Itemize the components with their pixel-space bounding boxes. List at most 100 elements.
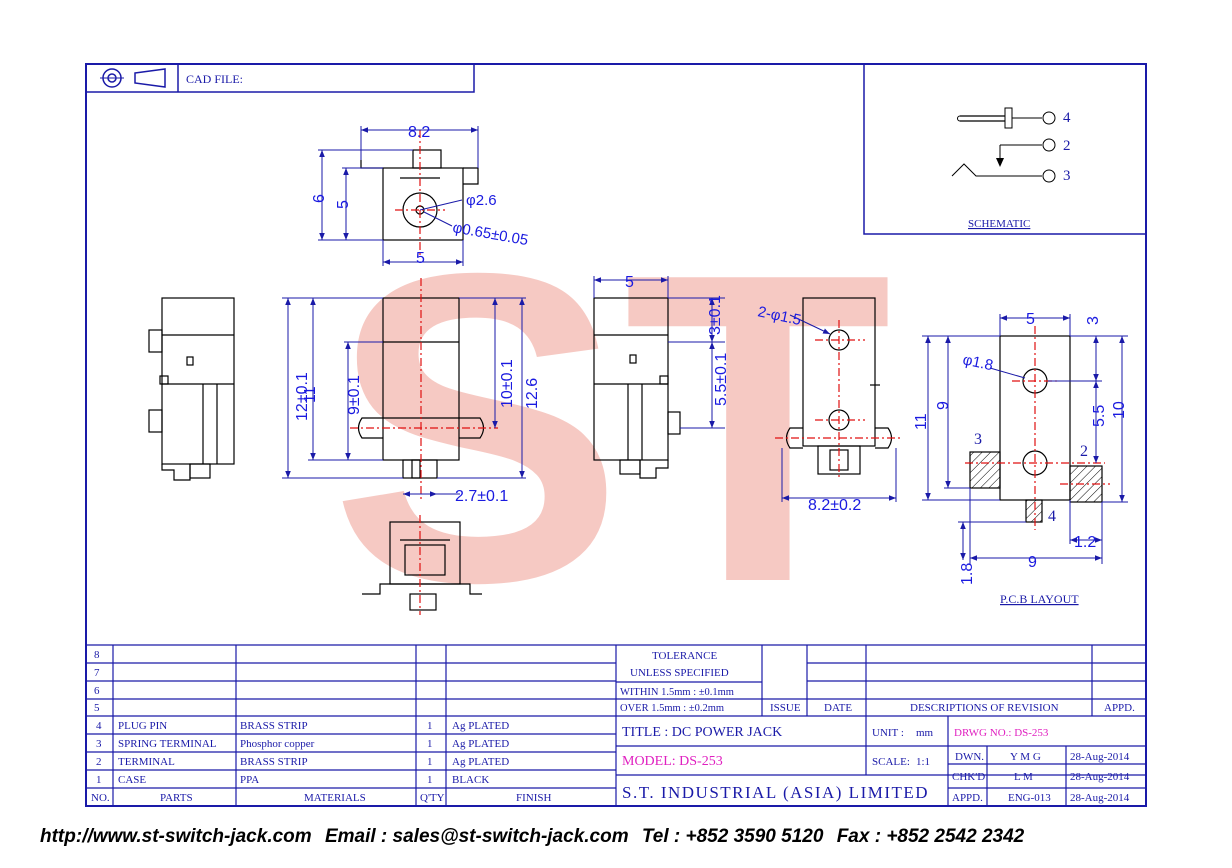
part-name: PLUG PIN [118, 720, 167, 732]
front-view-dims [318, 126, 479, 266]
pin-2-label: 2 [1063, 138, 1071, 154]
header-parts: PARTS [160, 792, 193, 804]
dim-pcb-dia: φ1.8 [961, 351, 994, 374]
middle-side-view [350, 278, 498, 500]
pin-3-label: 3 [1063, 168, 1071, 184]
footer-email[interactable]: Email : sales@st-switch-jack.com [324, 826, 629, 847]
row-no: 8 [94, 649, 100, 661]
contact-footer: http://www.st-switch-jack.com Email : sa… [40, 826, 1210, 848]
tolerance-block: TOLERANCE UNLESS SPECIFIED WITHIN 1.5mm … [620, 650, 734, 714]
part-no: 3 [96, 738, 102, 750]
dim-mid-h126: 12.6 [524, 378, 541, 409]
row-no: 7 [94, 667, 100, 679]
dim-right-h3: 3±0.1 [707, 295, 724, 335]
dim-front-bottom: 5 [416, 250, 425, 267]
appd-value: ENG-013 [1008, 792, 1051, 804]
part-qty: 1 [427, 756, 433, 768]
part-finish: Ag PLATED [452, 720, 509, 732]
scale-value: 1:1 [916, 756, 930, 768]
part-material: BRASS STRIP [240, 756, 308, 768]
part-material: Phosphor copper [240, 738, 315, 750]
part-finish: Ag PLATED [452, 738, 509, 750]
dim-pcb-10: 10 [1111, 401, 1128, 419]
dim-pcb-55: 5.5 [1091, 405, 1108, 427]
header-no: NO. [91, 792, 110, 804]
dim-front-h5: 5 [335, 200, 352, 209]
revision-desc: DESCRIPTIONS OF REVISION [910, 702, 1059, 714]
dim-bottom-w82: 8.2±0.2 [808, 497, 861, 514]
unit-value: mm [916, 727, 934, 739]
part-name: TERMINAL [118, 756, 175, 768]
footer-fax: Fax : +852 2542 2342 [836, 826, 1025, 847]
dim-side-h12: 12±0.1 [294, 372, 311, 421]
dim-side-h9: 9±0.1 [346, 375, 363, 415]
footer-website[interactable]: http://www.st-switch-jack.com [40, 826, 312, 847]
tolerance-subtitle: UNLESS SPECIFIED [630, 667, 729, 679]
scale-label: SCALE: [872, 756, 910, 768]
revision-date: DATE [824, 702, 852, 714]
part-qty: 1 [427, 720, 433, 732]
tolerance-within: WITHIN 1.5mm : ±0.1mm [620, 687, 734, 698]
dim-pcb-12: 1.2 [1074, 534, 1096, 551]
right-view-dims [593, 276, 725, 429]
part-finish: BLACK [452, 774, 489, 786]
revision-appd: APPD. [1104, 702, 1135, 714]
cad-file-header: CAD FILE: [85, 63, 475, 93]
dim-pcb-9b: 9 [1028, 554, 1037, 571]
part-name: SPRING TERMINAL [118, 738, 217, 750]
dim-pcb-11: 11 [913, 413, 930, 430]
title-block-grid [86, 644, 1146, 806]
dim-pcb-3: 3 [1085, 316, 1102, 325]
schematic-title: SCHEMATIC [968, 218, 1030, 230]
pcb-layout [965, 326, 1110, 530]
chkd-date: 28-Aug-2014 [1070, 771, 1130, 783]
tolerance-title: TOLERANCE [652, 650, 717, 662]
pcb-pad-4: 4 [1048, 508, 1056, 525]
dim-pcb-w5: 5 [1026, 311, 1035, 328]
tolerance-over: OVER 1.5mm : ±0.2mm [620, 703, 724, 714]
footer-tel: Tel : +852 3590 5120 [641, 826, 824, 847]
title-block: TITLE : DC POWER JACK UNIT : mm DRWG NO.… [622, 725, 1130, 804]
part-material: PPA [240, 774, 259, 786]
dim-side-h11: 11 [302, 386, 319, 403]
dwn-label: DWN. [955, 751, 984, 763]
middle-view-dims [282, 297, 526, 497]
right-side-view [593, 297, 681, 479]
revision-header: ISSUE DATE DESCRIPTIONS OF REVISION APPD… [770, 702, 1135, 714]
pcb-dims [922, 314, 1128, 564]
part-name: CASE [118, 774, 146, 786]
dim-hole-dia: φ2.6 [466, 192, 497, 209]
part-no: 2 [96, 756, 102, 768]
part-qty: 1 [427, 738, 433, 750]
chkd-value: L M [1014, 771, 1033, 783]
dim-mid-w27: 2.7±0.1 [455, 488, 508, 505]
company-name: S.T. INDUSTRIAL (ASIA) LIMITED [622, 783, 929, 802]
header-qty: Q'TY [420, 792, 445, 804]
part-material: BRASS STRIP [240, 720, 308, 732]
pcb-pad-2: 2 [1080, 443, 1088, 460]
pcb-title: P.C.B LAYOUT [1000, 592, 1079, 606]
drawing-number: DRWG NO.: DS-253 [954, 727, 1049, 739]
bottom-view [362, 515, 482, 615]
dim-front-h6: 6 [311, 194, 328, 203]
rear-view [775, 297, 900, 480]
rear-view-dims [781, 314, 897, 502]
pin-4-label: 4 [1063, 110, 1071, 126]
appd-label: APPD. [952, 792, 983, 804]
left-side-view [148, 297, 235, 481]
chkd-label: CHK'D [952, 771, 985, 783]
part-finish: Ag PLATED [452, 756, 509, 768]
parts-table: 8 7 6 5 4 PLUG PIN BRASS STRIP 1 Ag PLAT… [91, 649, 552, 804]
row-no: 6 [94, 685, 100, 697]
appd-date: 28-Aug-2014 [1070, 792, 1130, 804]
dim-right-w5: 5 [625, 274, 634, 291]
revision-issue: ISSUE [770, 702, 801, 714]
pcb-pad-3: 3 [974, 431, 982, 448]
dim-pcb-9: 9 [935, 401, 952, 410]
cad-file-label: CAD FILE: [186, 72, 243, 86]
dim-front-width: 8.2 [408, 124, 430, 141]
part-no: 4 [96, 720, 102, 732]
model-number: MODEL: DS-253 [622, 754, 723, 769]
header-materials: MATERIALS [304, 792, 366, 804]
